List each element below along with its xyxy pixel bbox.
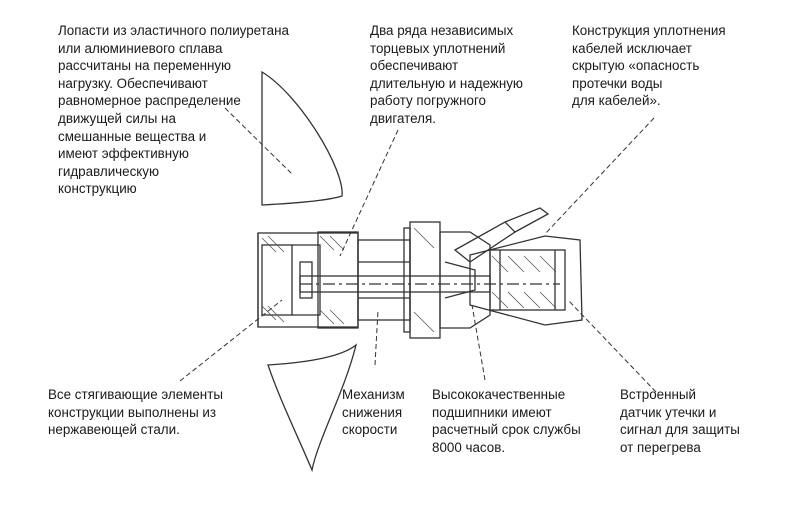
leader-seals	[339, 129, 399, 257]
leader-gear	[374, 309, 379, 366]
seal-housing	[439, 231, 491, 329]
leader-cable	[544, 117, 655, 235]
callout-gear: Механизм снижения скорости	[342, 387, 405, 438]
leader-sensor	[567, 299, 657, 393]
callout-sensor: Встроенный датчик утечки и сигнал для за…	[620, 387, 740, 455]
propeller-hub	[257, 232, 359, 328]
callout-blades: Лопасти из эластичного полиуретана или а…	[58, 23, 289, 197]
lower-blade	[267, 343, 358, 473]
leader-stainless	[179, 299, 283, 382]
upper-blade	[261, 70, 343, 206]
motor-housing	[469, 235, 583, 326]
callout-bearings: Высококачественные подшипники имеют расч…	[432, 387, 581, 455]
callout-cable: Конструкция уплотнения кабелей исключает…	[572, 23, 726, 109]
callout-seals: Два ряда независимых торцевых уплотнений…	[370, 23, 523, 126]
leader-bearings	[471, 304, 486, 381]
hatching	[261, 227, 557, 333]
callout-stainless: Все стягивающие элементы конструкции вып…	[48, 387, 223, 438]
